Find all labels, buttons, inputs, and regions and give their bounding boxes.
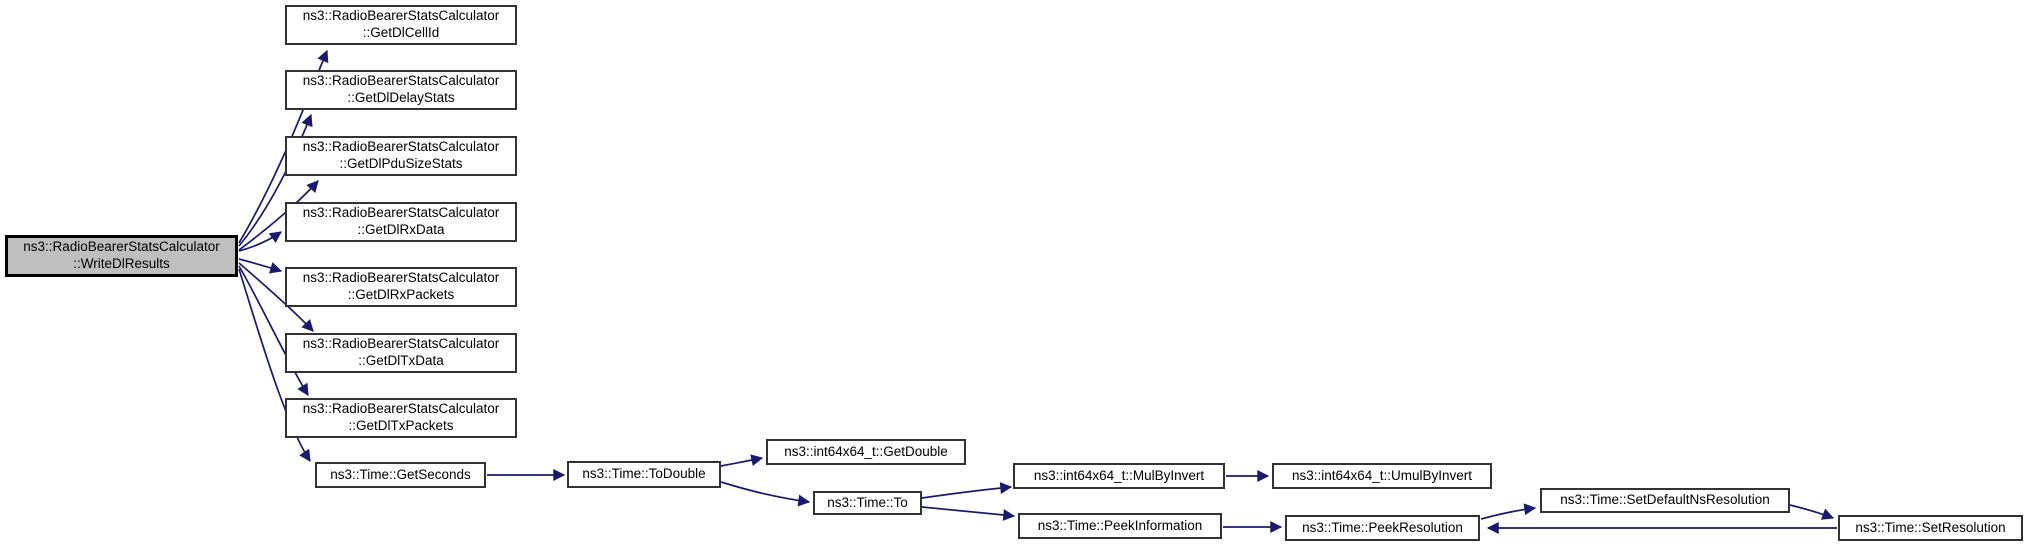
edge-timeto-peekinformation — [921, 506, 1016, 521]
node-label-line: ::GetDlTxData — [358, 353, 444, 368]
node-label-line: ns3::Time::PeekInformation — [1037, 517, 1203, 533]
node-peek-information[interactable]: ns3::Time::PeekInformation — [1018, 513, 1222, 539]
node-label-line: ns3::Time::GetSeconds — [330, 466, 471, 482]
node-label-line: ::GetDlCellId — [362, 25, 440, 40]
node-label-line: ns3::RadioBearerStatsCalculator — [302, 8, 500, 24]
node-label-line: ns3::RadioBearerStatsCalculator — [302, 270, 500, 286]
node-label-line: ns3::int64x64_t::UmulByInvert — [1291, 467, 1473, 483]
node-get-dl-pdu-size-stats[interactable]: ns3::RadioBearerStatsCalculator ::GetDlP… — [285, 136, 517, 176]
node-label-line: ns3::Time::To — [827, 494, 908, 510]
node-get-seconds[interactable]: ns3::Time::GetSeconds — [315, 462, 486, 488]
node-get-dl-delay-stats[interactable]: ns3::RadioBearerStatsCalculator ::GetDlD… — [285, 70, 517, 110]
node-get-dl-tx-data[interactable]: ns3::RadioBearerStatsCalculator ::GetDlT… — [285, 333, 517, 373]
node-label-line: ns3::Time::SetResolution — [1855, 519, 2006, 535]
node-label-line: ns3::RadioBearerStatsCalculator — [302, 139, 500, 155]
node-label-line: ns3::RadioBearerStatsCalculator — [302, 336, 500, 352]
node-set-resolution[interactable]: ns3::Time::SetResolution — [1838, 515, 2023, 541]
node-to-double[interactable]: ns3::Time::ToDouble — [567, 461, 721, 488]
node-label-line: ::GetDlDelayStats — [347, 90, 455, 105]
edge-writedlresults-getdltxdata — [238, 262, 314, 332]
node-label-line: ns3::RadioBearerStatsCalculator — [302, 205, 500, 221]
node-time-to[interactable]: ns3::Time::To — [813, 491, 922, 515]
edge-timeto-mulbyinvert — [921, 482, 1013, 499]
node-label-line: ns3::int64x64_t::GetDouble — [784, 443, 948, 459]
node-label-line: ns3::Time::PeekResolution — [1302, 519, 1463, 535]
edge-todouble-getdouble — [720, 454, 764, 467]
node-label-line: ns3::Time::ToDouble — [582, 466, 706, 482]
node-label-line: ns3::Time::SetDefaultNsResolution — [1560, 492, 1770, 508]
edge-peekresolution-setdefaultnsresolution — [1480, 503, 1537, 520]
node-label-line: ns3::RadioBearerStatsCalculator — [23, 239, 220, 255]
node-label-line: ns3::RadioBearerStatsCalculator — [302, 73, 500, 89]
edge-setdefaultnsresolution-setresolution — [1789, 504, 1835, 520]
node-label-line: ::GetDlRxData — [357, 222, 445, 237]
edge-writedlresults-getseconds — [238, 268, 311, 462]
node-label-line: ::WriteDlResults — [73, 256, 170, 271]
node-label-line: ns3::int64x64_t::MulByInvert — [1033, 467, 1205, 483]
node-set-default-ns-resolution[interactable]: ns3::Time::SetDefaultNsResolution — [1540, 488, 1790, 513]
node-umul-by-invert[interactable]: ns3::int64x64_t::UmulByInvert — [1272, 463, 1492, 489]
node-label-line: ::GetDlRxPackets — [347, 287, 455, 302]
node-get-dl-tx-packets[interactable]: ns3::RadioBearerStatsCalculator ::GetDlT… — [285, 398, 517, 438]
node-label-line: ::GetDlPduSizeStats — [339, 156, 463, 171]
edge-todouble-timeto — [720, 481, 811, 507]
node-get-dl-cell-id[interactable]: ns3::RadioBearerStatsCalculator ::GetDlC… — [285, 5, 517, 45]
node-write-dl-results[interactable]: ns3::RadioBearerStatsCalculator ::WriteD… — [5, 235, 238, 277]
node-get-dl-rx-data[interactable]: ns3::RadioBearerStatsCalculator ::GetDlR… — [285, 202, 517, 242]
edge-writedlresults-getdlrxpackets — [238, 258, 283, 274]
node-label-line: ns3::RadioBearerStatsCalculator — [302, 401, 500, 417]
node-label-line: ::GetDlTxPackets — [348, 418, 454, 433]
node-get-double[interactable]: ns3::int64x64_t::GetDouble — [766, 439, 966, 465]
node-get-dl-rx-packets[interactable]: ns3::RadioBearerStatsCalculator ::GetDlR… — [285, 267, 517, 307]
node-peek-resolution[interactable]: ns3::Time::PeekResolution — [1285, 515, 1480, 541]
edge-writedlresults-getdlrxdata — [238, 231, 282, 252]
edge-writedlresults-getdltxpackets — [238, 265, 309, 397]
edge-writedlresults-getdldelaystats — [238, 113, 313, 247]
edge-writedlresults-getdlpdusizestats — [238, 180, 319, 251]
node-mul-by-invert[interactable]: ns3::int64x64_t::MulByInvert — [1013, 463, 1225, 489]
